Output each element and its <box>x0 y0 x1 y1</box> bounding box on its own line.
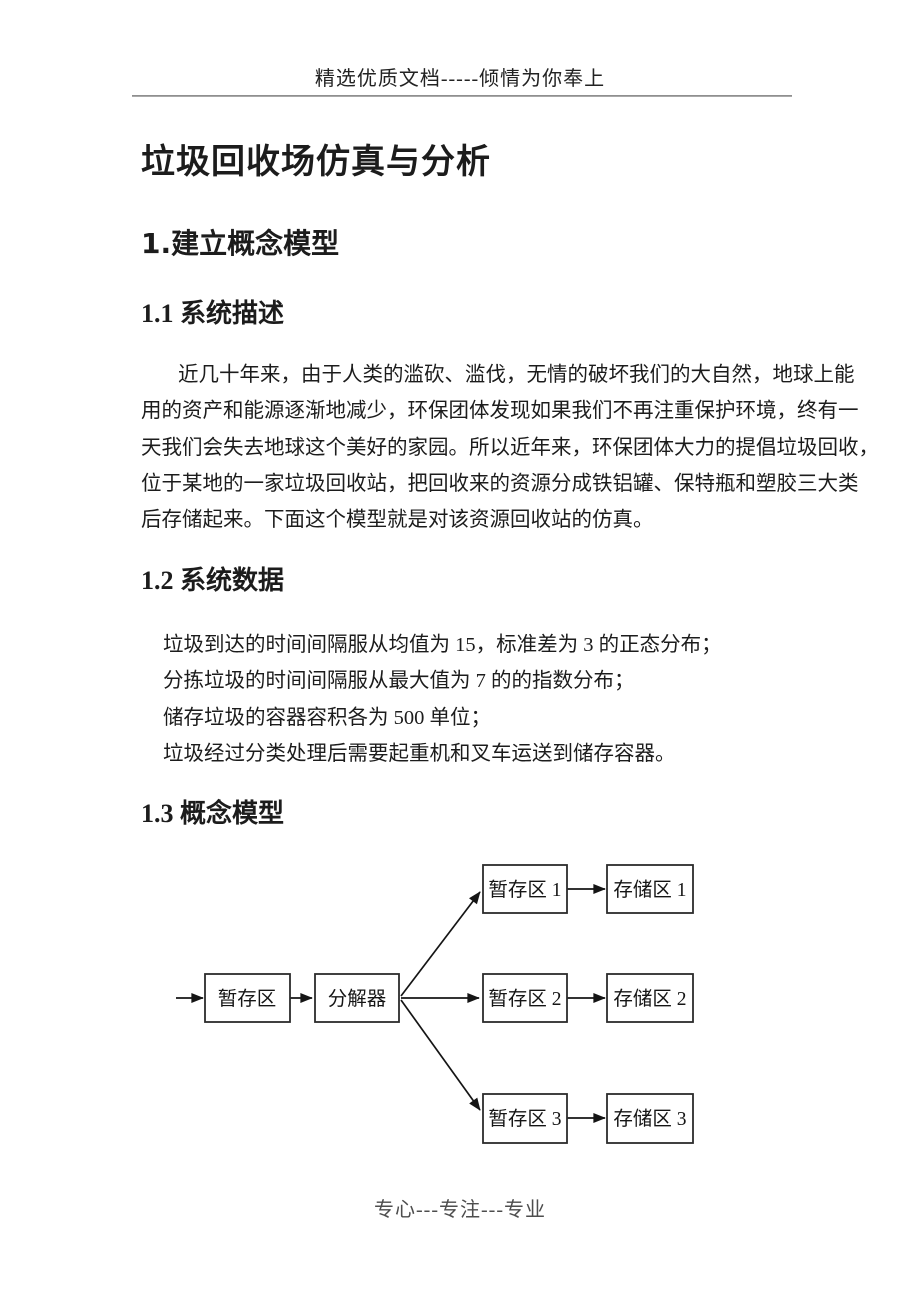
diagram-box-label: 暂存区 3 <box>488 1108 561 1130</box>
diagram-box-storage-3: 存储区 3 <box>606 1093 694 1144</box>
paragraph-line: 用的资产和能源逐渐地减少，环保团体发现如果我们不再注重保护环境，终有一 <box>141 400 859 423</box>
diagram-box-buffer-2: 暂存区 2 <box>482 973 568 1023</box>
data-line: 垃圾到达的时间间隔服从均值为 15，标准差为 3 的正态分布； <box>163 634 722 656</box>
section-heading-1-1: 1.1 系统描述 <box>141 299 285 328</box>
header-slogan: 精选优质文档-----倾情为你奉上 <box>314 68 606 90</box>
paragraph-line: 后存储起来。下面这个模型就是对该资源回收站的仿真。 <box>141 509 654 532</box>
flow-arrow-branch-down <box>400 999 481 1111</box>
diagram-box-storage-1: 存储区 1 <box>606 864 694 914</box>
diagram-box-label: 暂存区 2 <box>488 988 561 1010</box>
system-data-list: 垃圾到达的时间间隔服从均值为 15，标准差为 3 的正态分布； 分拣垃圾的时间间… <box>163 627 803 772</box>
document-title: 垃圾回收场仿真与分析 <box>141 144 491 181</box>
system-description-paragraph: 近几十年来，由于人类的滥砍、滥伐，无情的破坏我们的大自然，地球上能 用的资产和能… <box>141 357 879 538</box>
diagram-box-label: 分解器 <box>328 988 387 1010</box>
paragraph-line: 近几十年来，由于人类的滥砍、滥伐，无情的破坏我们的大自然，地球上能 <box>178 364 855 386</box>
paragraph-line: 天我们会失去地球这个美好的家园。所以近年来，环保团体大力的提倡垃圾回收， <box>141 436 879 459</box>
section-heading-1-3: 1.3 概念模型 <box>141 799 285 828</box>
diagram-box-buffer: 暂存区 <box>204 973 291 1023</box>
diagram-box-decomposer: 分解器 <box>314 973 400 1023</box>
section-heading-1-2: 1.2 系统数据 <box>141 566 285 595</box>
section-heading-1: 1.建立概念模型 <box>141 227 340 260</box>
data-line: 储存垃圾的容器容积各为 500 单位； <box>163 706 491 729</box>
diagram-box-buffer-3: 暂存区 3 <box>482 1093 568 1144</box>
header-divider <box>132 95 792 97</box>
diagram-box-label: 暂存区 <box>218 988 277 1010</box>
diagram-box-label: 存储区 3 <box>613 1108 686 1130</box>
diagram-box-buffer-1: 暂存区 1 <box>482 864 568 914</box>
data-line: 垃圾经过分类处理后需要起重机和叉车运送到储存容器。 <box>163 742 676 765</box>
footer-slogan: 专心---专注---专业 <box>374 1199 546 1221</box>
diagram-box-label: 存储区 2 <box>613 988 686 1010</box>
diagram-box-label: 存储区 1 <box>613 879 686 901</box>
diagram-box-label: 暂存区 1 <box>488 879 561 901</box>
diagram-box-storage-2: 存储区 2 <box>606 973 694 1023</box>
data-line: 分拣垃圾的时间间隔服从最大值为 7 的的指数分布； <box>163 670 635 693</box>
flow-arrow-branch-up <box>400 891 481 997</box>
paragraph-line: 位于某地的一家垃圾回收站，把回收来的资源分成铁铝罐、保特瓶和塑胶三大类 <box>141 472 859 495</box>
